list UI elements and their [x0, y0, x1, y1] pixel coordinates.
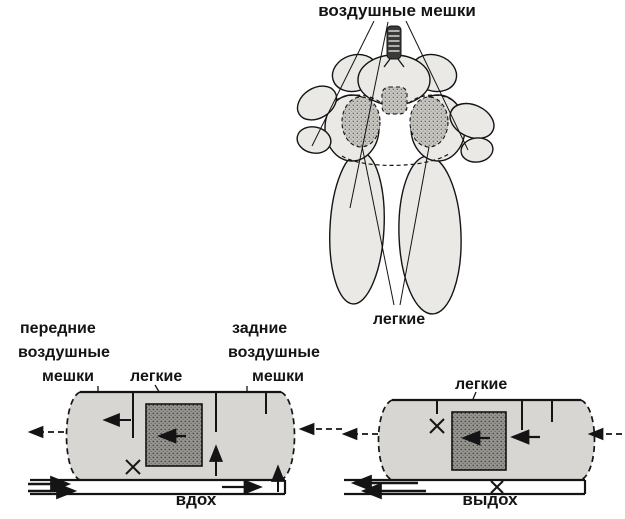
exhale-septa-lines	[436, 400, 553, 430]
posterior-sacs-label-line1: задние	[232, 320, 287, 337]
exhale-valve-x-tube-icon	[490, 480, 504, 494]
bird-respiratory-figure: воздушные мешки легкие	[296, 1, 495, 328]
exhale-diagram: легкие	[341, 376, 622, 509]
exhale-caption: выдох	[462, 490, 518, 509]
inhale-septa-lines	[132, 392, 267, 438]
exhale-valve-x-top-icon	[429, 418, 445, 434]
exhale-airflow-arrows	[341, 427, 622, 500]
inhale-caption: вдох	[176, 490, 217, 509]
posterior-sacs-label-line3: мешки	[252, 368, 304, 385]
anterior-sacs-label-line1: передние	[20, 320, 96, 337]
air-sacs-label: воздушные мешки	[318, 1, 476, 20]
callout-lines	[311, 20, 469, 306]
trachea-icon	[383, 25, 405, 68]
inhale-lungs-label: легкие	[130, 368, 182, 385]
exhale-lungs-label: легкие	[455, 376, 507, 393]
bird-lungs-stippled	[341, 86, 449, 148]
inhale-diagram: передние воздушные мешки легкие задние в…	[18, 320, 342, 509]
posterior-sacs-label-line2: воздушные	[228, 344, 320, 361]
exhale-lungs-box	[451, 411, 507, 471]
anterior-sacs-label-line2: воздушные	[18, 344, 110, 361]
bird-lungs-label: легкие	[373, 311, 425, 328]
inhale-bronchus-tube	[30, 478, 287, 496]
inhale-valve-x-icon	[125, 459, 141, 475]
exhale-bronchus-tube	[344, 478, 587, 496]
inhale-airflow-arrows	[27, 413, 342, 500]
anterior-sacs-label-line3: мешки	[42, 368, 94, 385]
hidden-outline-dashes	[335, 94, 453, 166]
